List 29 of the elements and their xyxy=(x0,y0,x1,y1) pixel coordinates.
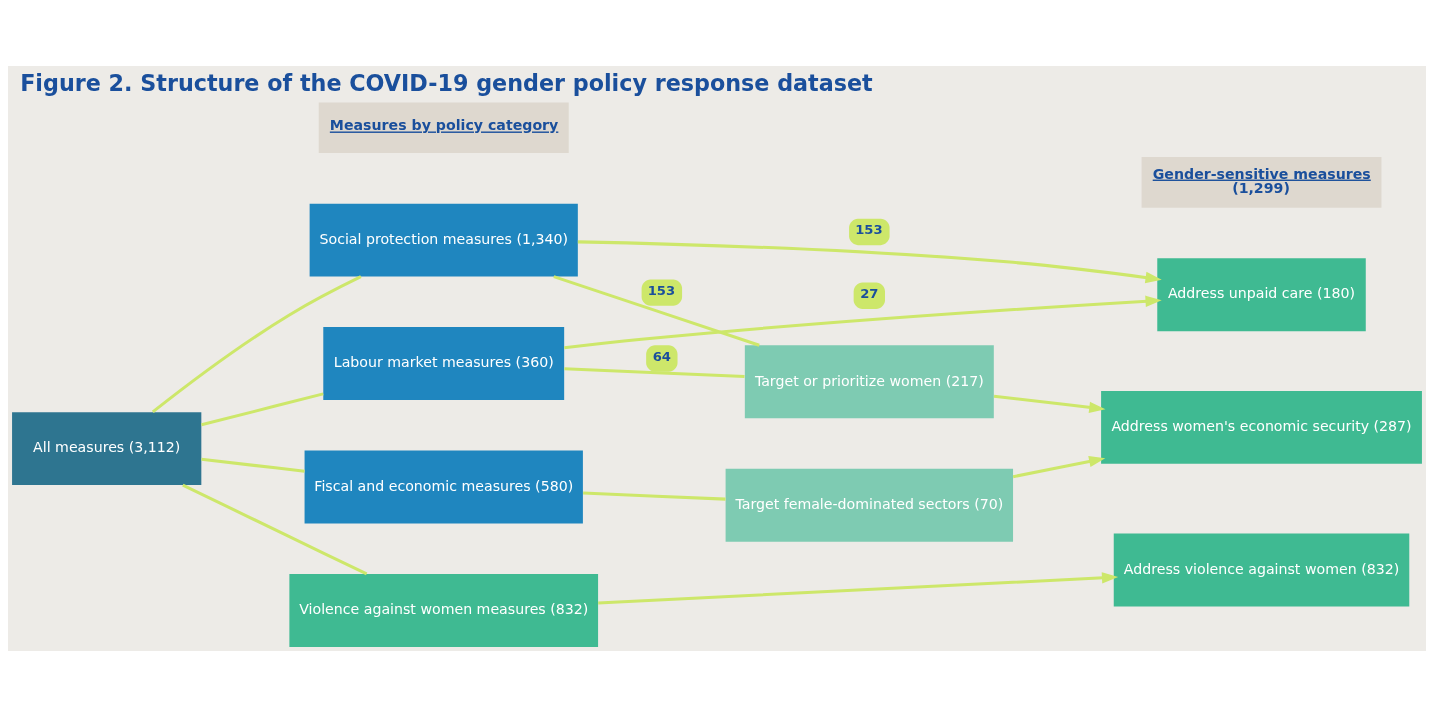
node-box: All measures (3,112) xyxy=(12,412,202,485)
node-box: Gender-sensitive measures (1,299) xyxy=(1141,157,1382,208)
node-box: Target or prioritize women (217) xyxy=(744,345,994,419)
node-box: Violence against women measures (832) xyxy=(289,574,599,647)
arrow xyxy=(564,295,1162,350)
edge-label: 153 xyxy=(647,283,676,299)
arrow xyxy=(577,240,1162,284)
node-box: Social protection measures (1,340) xyxy=(309,203,578,277)
node-box: Labour market measures (360) xyxy=(323,327,565,400)
edge-label: 27 xyxy=(860,286,879,302)
node-box: Fiscal and economic measures (580) xyxy=(304,450,583,524)
connector xyxy=(201,457,305,473)
connector xyxy=(553,275,760,347)
edge-label: 153 xyxy=(855,222,883,238)
node-box: Address violence against women (832) xyxy=(1113,533,1410,607)
diagram-title: Figure 2. Structure of the COVID-19 gender policy response dataset xyxy=(20,69,873,96)
arrow xyxy=(993,394,1106,413)
node-box: Address unpaid care (180) xyxy=(1157,258,1366,332)
node-box: Target female-dominated sectors (70) xyxy=(725,468,1014,542)
arrow xyxy=(1012,455,1106,479)
connector xyxy=(201,392,324,427)
connector xyxy=(151,275,362,414)
node-box: Address women's economic security (287) xyxy=(1101,390,1422,464)
connector xyxy=(583,491,726,501)
arrow xyxy=(598,572,1119,605)
connector xyxy=(564,367,745,378)
node-box: Measures by policy category xyxy=(318,102,569,154)
edge-label: 64 xyxy=(652,348,672,364)
connector xyxy=(182,483,368,576)
